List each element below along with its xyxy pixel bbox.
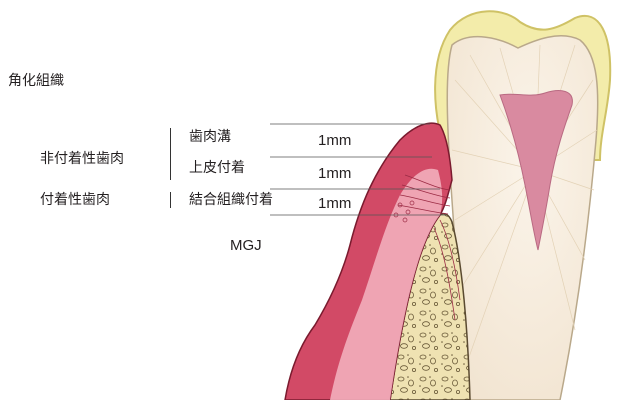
connective-width-value: 1mm	[318, 196, 351, 211]
free-gingiva-bracket	[170, 128, 179, 180]
sulcus-depth-value: 1mm	[318, 133, 351, 148]
mgj-label: MGJ	[230, 238, 262, 253]
attached-gingiva-bracket	[170, 192, 179, 208]
dentin	[447, 36, 597, 400]
attached-gingiva-label: 付着性歯肉	[40, 193, 110, 207]
epithelial-width-value: 1mm	[318, 166, 351, 181]
epithelial-attachment-label: 上皮付着	[189, 161, 245, 175]
free-gingiva-label: 非付着性歯肉	[40, 152, 124, 166]
gingival-sulcus-label: 歯肉溝	[189, 130, 231, 144]
keratinized-gingiva-label: 角化組織	[8, 74, 64, 88]
connective-attachment-label: 結合組織付着	[189, 193, 273, 207]
